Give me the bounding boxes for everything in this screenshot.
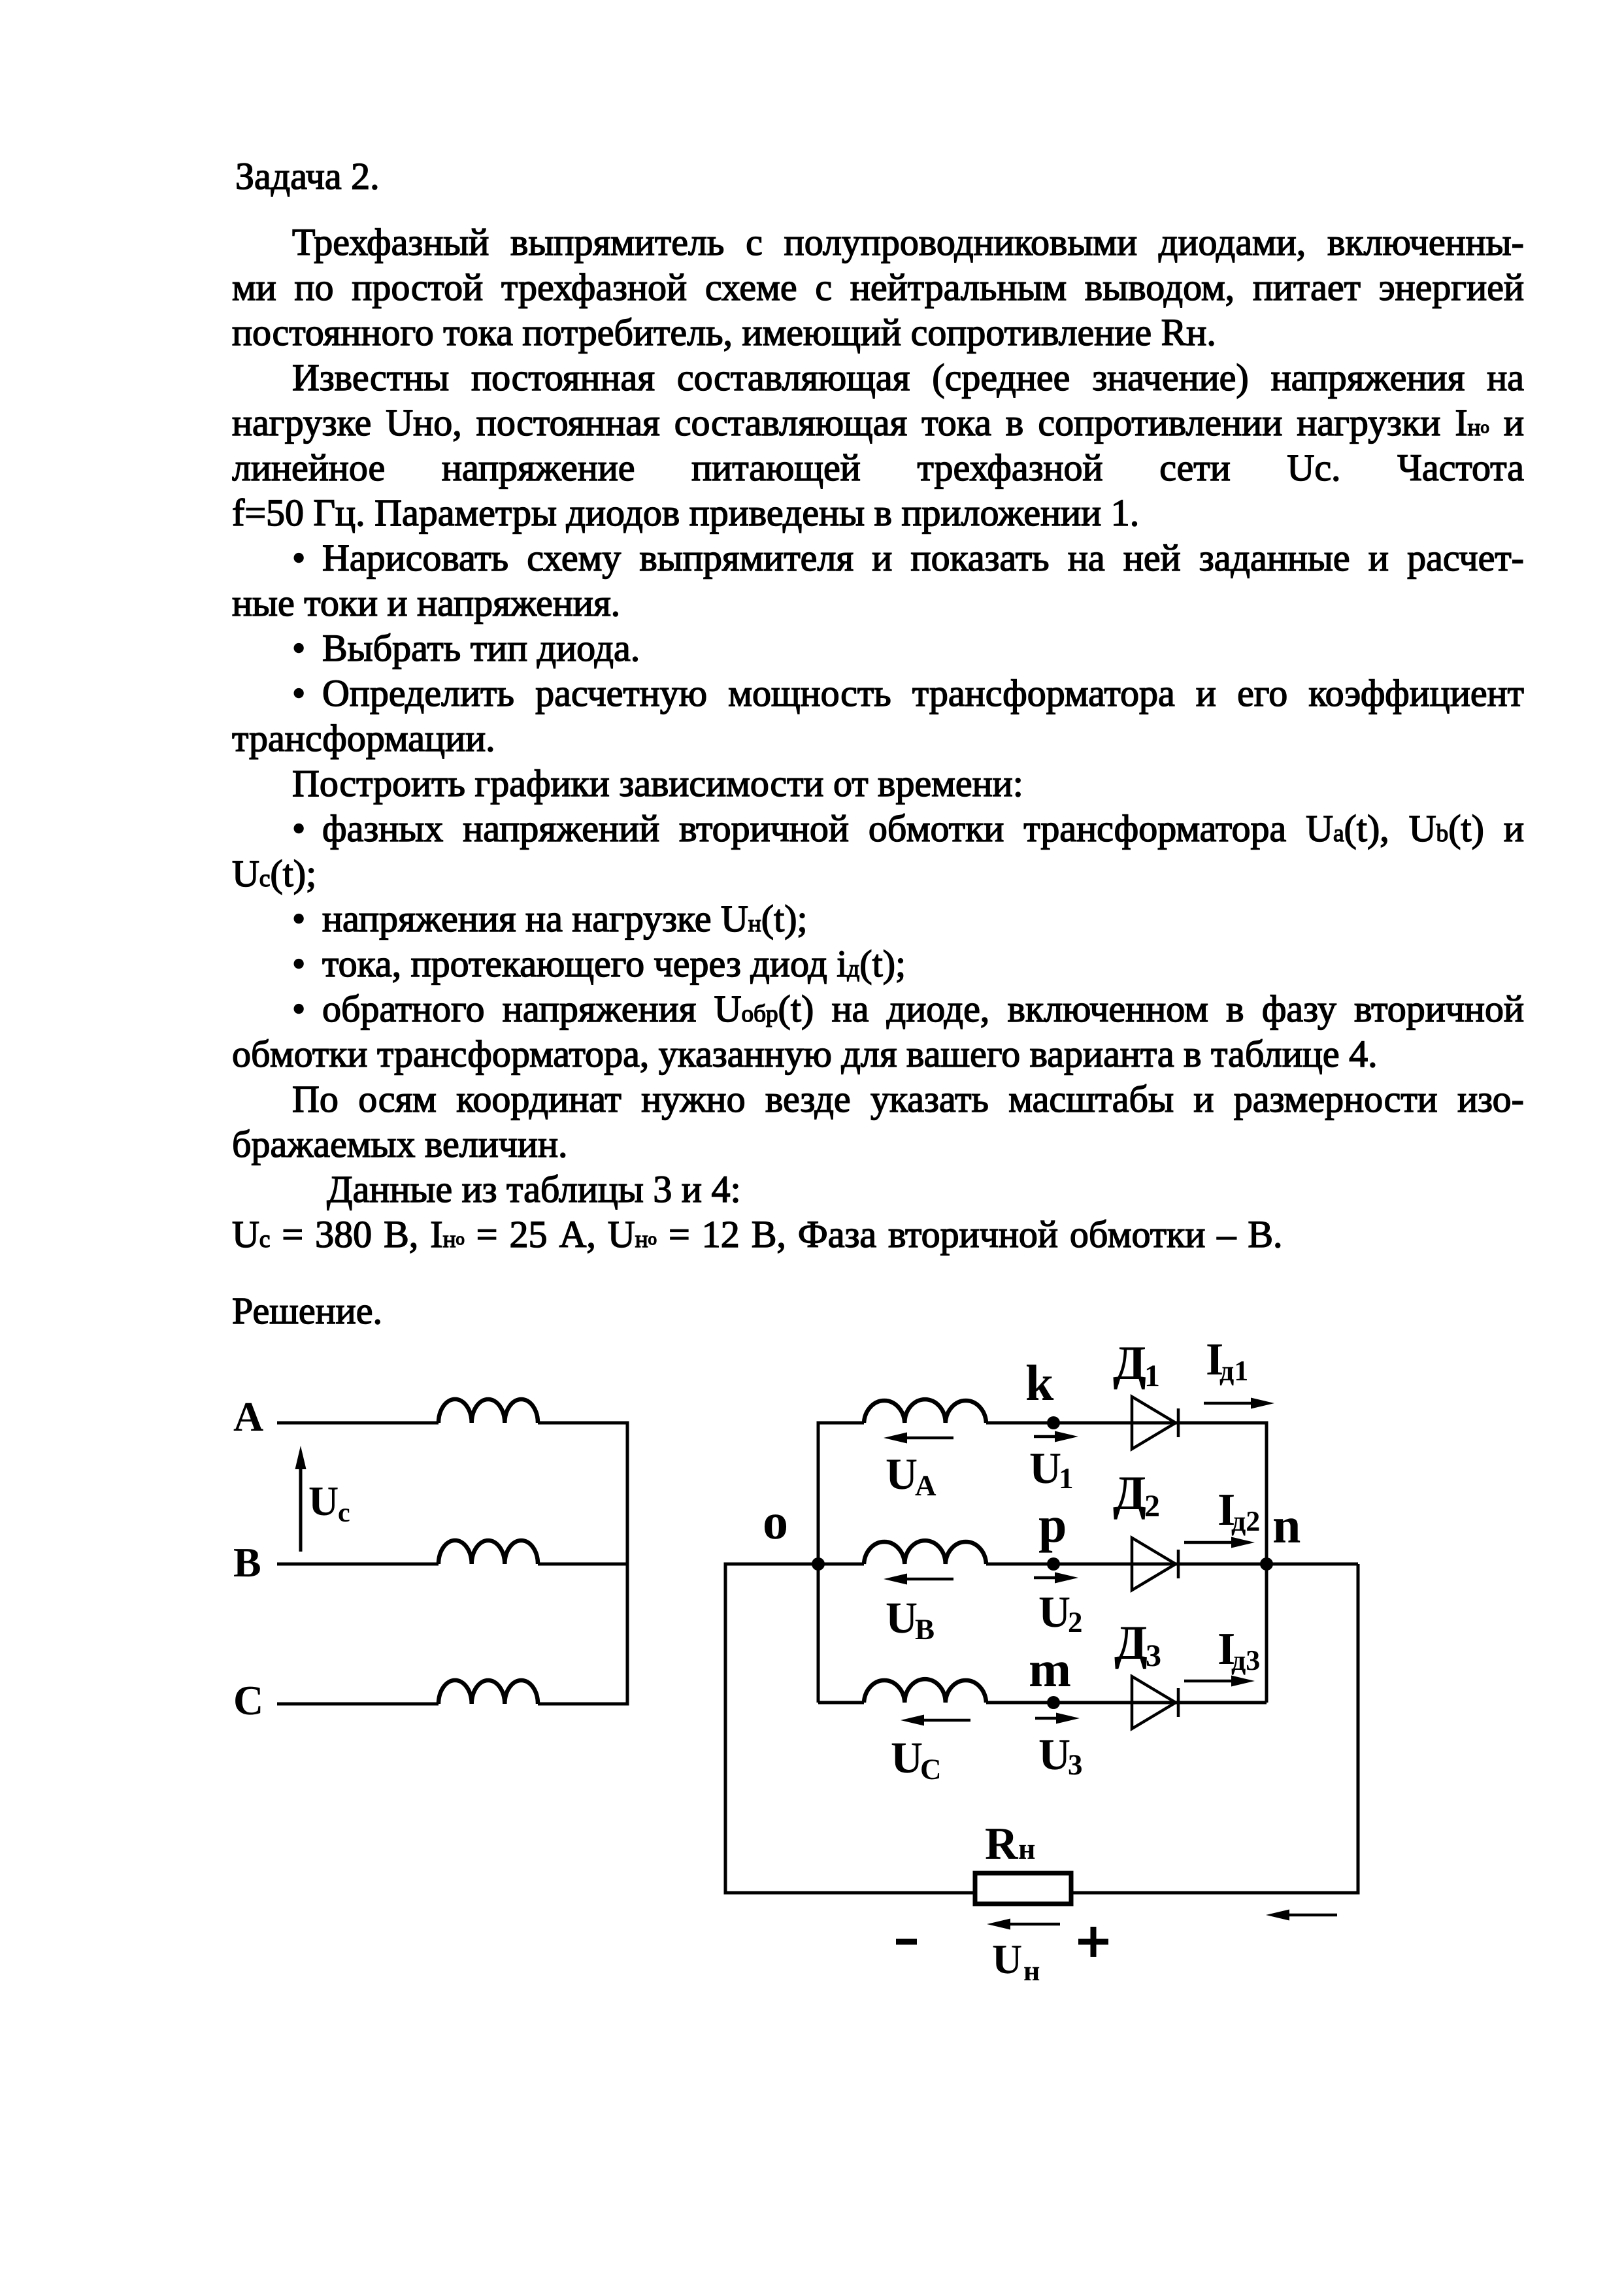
svg-text:д3: д3 [1231,1644,1260,1676]
svg-text:1: 1 [1059,1462,1074,1495]
svg-text:Д: Д [1113,1337,1146,1390]
svg-text:н: н [1023,1955,1040,1987]
svg-text:д1: д1 [1219,1355,1248,1387]
svg-text:3: 3 [1146,1639,1161,1673]
svg-text:c: c [338,1498,350,1528]
svg-text:2: 2 [1144,1489,1160,1523]
svg-text:o: o [763,1493,788,1550]
svg-text:I: I [1218,1624,1235,1674]
svg-text:B: B [915,1613,935,1646]
svg-text:C: C [233,1677,263,1723]
svg-text:U: U [1038,1729,1070,1779]
svg-text:n: n [1272,1497,1301,1554]
svg-text:U: U [1029,1443,1061,1493]
svg-text:k: k [1025,1354,1054,1411]
svg-text:U: U [308,1478,339,1524]
svg-text:н: н [1018,1832,1036,1865]
svg-text:B: B [233,1539,261,1586]
svg-text:C: C [920,1753,942,1786]
svg-text:2: 2 [1068,1606,1083,1639]
svg-text:R: R [985,1819,1019,1869]
svg-text:p: p [1038,1496,1067,1553]
svg-text:U: U [992,1936,1022,1982]
svg-text:m: m [1029,1640,1071,1697]
svg-text:3: 3 [1068,1748,1083,1781]
svg-text:A: A [915,1469,936,1502]
svg-text:U: U [891,1733,923,1782]
svg-text:U: U [886,1593,918,1642]
svg-text:U: U [1038,1587,1070,1637]
svg-text:д2: д2 [1231,1505,1260,1537]
svg-text:A: A [233,1393,263,1440]
svg-text:I: I [1218,1485,1235,1535]
svg-text:U: U [886,1449,918,1499]
svg-text:Д: Д [1113,1467,1146,1520]
svg-text:I: I [1206,1335,1223,1385]
svg-text:Д: Д [1114,1616,1148,1670]
svg-text:1: 1 [1144,1359,1160,1393]
